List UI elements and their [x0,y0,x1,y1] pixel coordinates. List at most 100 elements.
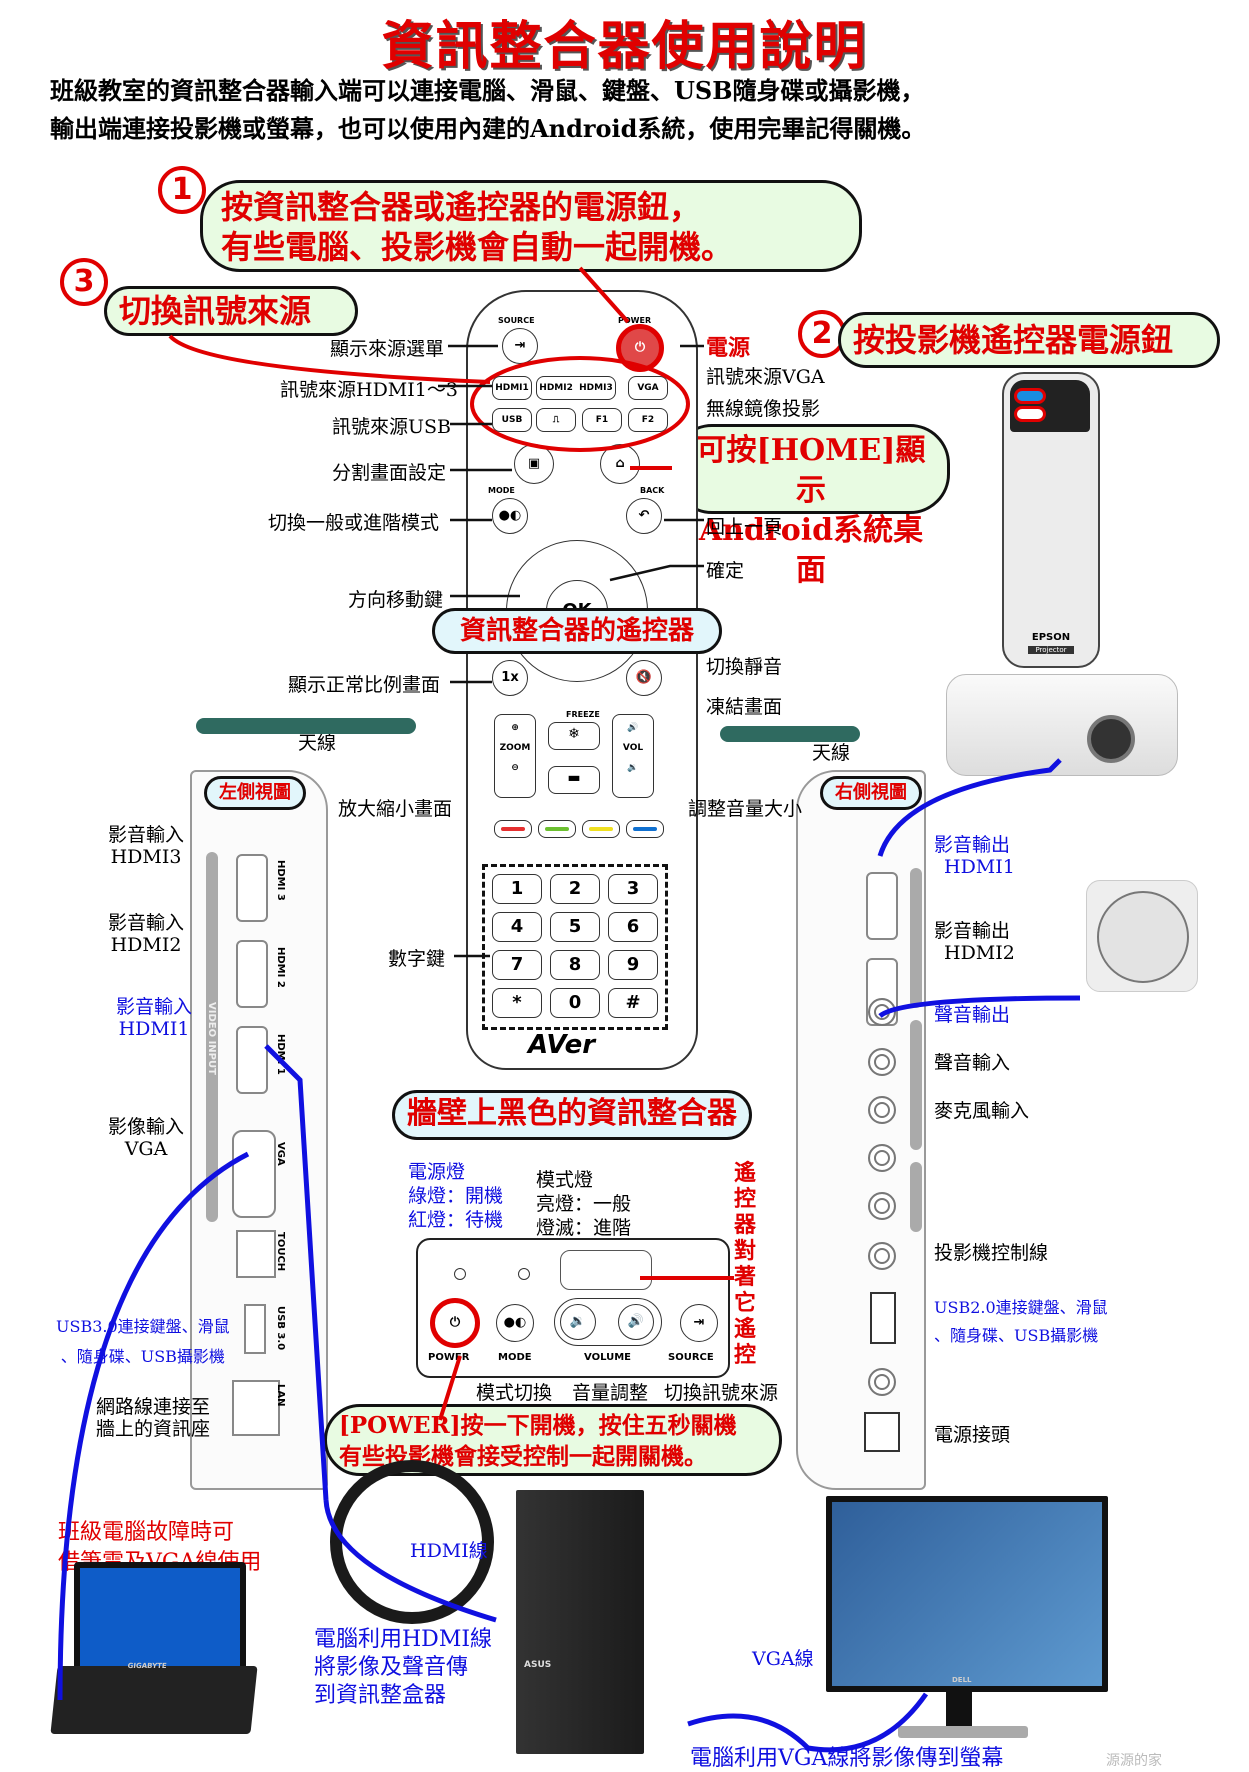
left-port-label-line: 影音輸入 [116,996,193,1018]
pc-brand: ASUS [524,1660,552,1670]
zoom-out-icon: ⊖ [511,763,519,773]
split-button[interactable]: ▣ [514,444,554,484]
right-port-label-line: 聲音輸出 [934,1004,1011,1026]
mute-button[interactable]: 🔇 [626,660,662,696]
usb-key[interactable]: USB [492,408,532,432]
number-key[interactable]: 7 [492,950,542,980]
wall-power-button[interactable]: ⏻ [430,1298,480,1348]
laptop-keyboard: GIGABYTE [50,1662,258,1734]
wall-power-label: POWER [428,1352,470,1363]
number-key[interactable]: * [492,988,542,1018]
f2-key[interactable]: F2 [628,408,668,432]
hdmi-cable-label: HDMI線 [410,1540,488,1562]
number-key[interactable]: 6 [608,912,658,942]
ratio-button[interactable]: 1x [492,660,528,696]
hdmi3-key-label: HDMI3 [579,383,613,393]
right-port-label-line: USB2.0連接鍵盤、滑鼠 [934,1298,1108,1317]
pc-note-line-3: 到資訊整盒器 [314,1683,447,1708]
vga-key[interactable]: VGA [628,376,668,400]
zoom-rocker[interactable]: ⊕ZOOM⊖ [494,714,536,798]
mode-led-note: 模式燈 亮燈：一般 燈滅：進階 [536,1168,631,1240]
home-button[interactable]: ⌂ [600,444,640,484]
callout-nav: 方向移動鍵 [348,589,444,611]
number-key[interactable]: 4 [492,912,542,942]
number-key[interactable]: 5 [550,912,600,942]
wall-source-button[interactable]: ⇥ [680,1304,718,1342]
dc-12v-port [864,1412,900,1452]
number-key[interactable]: 3 [608,874,658,904]
aver-remote: SOURCE POWER ⇥ ⏻ HDMI1 HDMI2 HDMI3 VGA U… [466,290,698,1070]
power-led-note: 電源燈 綠燈：開機 紅燈：待機 [408,1160,503,1232]
freeze-button[interactable]: ❄ [548,722,600,750]
color-key[interactable] [582,820,620,838]
number-key[interactable]: 9 [608,950,658,980]
cast-key[interactable]: ⎍ [536,408,576,432]
step-1-line-1: 按資訊整合器或遙控器的電源鈕， [221,188,702,226]
wall-volume-up-button[interactable]: 🔊 [618,1304,654,1340]
home-note-line-1: 可按[HOME]顯示 [696,433,926,508]
power-button[interactable]: ⏻ [616,324,664,372]
callout-volume: 調整音量大小 [688,798,803,820]
epson-sub: Projector [1028,646,1074,654]
ir-receiver-window [560,1250,652,1290]
volume-rocker[interactable]: 🔊VOL🔉 [612,714,654,798]
volume-adjust-label: 音量調整 [572,1382,649,1404]
blank-button[interactable]: ▬ [548,766,600,794]
source-menu-button[interactable]: ⇥ [502,328,538,364]
right-port-label-line: 電源接頭 [934,1424,1011,1446]
right-port-label: 聲音輸入 [934,1052,1010,1074]
callout-power: 電源 [706,335,751,361]
hdmi2-key-label: HDMI2 [539,383,573,393]
right-antenna-label: 天線 [812,742,851,764]
epson-remote: EPSON Projector [1002,372,1100,668]
mode-switch-label: 模式切換 [476,1382,553,1404]
pc-note: 電腦利用HDMI線 將影像及聲音傳 到資訊整盒器 [314,1626,492,1710]
laptop-note-line-1: 班級電腦故障時可 [58,1520,235,1545]
line-out-jack [868,998,896,1026]
number-key[interactable]: 1 [492,874,542,904]
back-button[interactable]: ↶ [626,498,662,534]
page-title: 資訊整合器使用說明 [381,16,868,77]
desktop-pc-image: ASUS [516,1490,644,1754]
left-side-panel: VIDEO INPUT HDMI 3 HDMI 2 HDMI 1 VGA TOU… [190,770,328,1490]
number-key[interactable]: 8 [550,950,600,980]
hdmi1-key[interactable]: HDMI1 [492,376,532,400]
freeze-label: FREEZE [566,710,600,719]
color-key[interactable] [494,820,532,838]
number-key[interactable]: # [608,988,658,1018]
watermark: 源源的家 [1106,1753,1162,1769]
line-in-jack [868,1048,896,1076]
left-port-label: 網路線連接至牆上的資訊座 [96,1396,210,1440]
power-note-bubble: [POWER]按一下開機，按住五秒關機 有些投影機會接受控制一起開關機。 [324,1404,782,1476]
left-port-label-line: HDMI3 [110,846,182,868]
right-port-label: 聲音輸出 [934,1004,1010,1026]
callout-usb: 訊號來源USB [332,416,451,438]
color-key-bar [633,827,657,831]
callout-back: 回上一頁 [706,516,783,538]
callout-ratio: 顯示正常比例畫面 [288,674,441,696]
wall-mode-button[interactable]: ●◐ [496,1304,534,1342]
number-key[interactable]: 0 [550,988,600,1018]
epson-computer-button[interactable] [1014,406,1046,422]
mode-button[interactable]: ●◐ [492,498,528,534]
wall-volume-down-button[interactable]: 🔉 [560,1304,596,1340]
power-label: POWER [618,316,652,325]
hdmi23-key[interactable]: HDMI2 HDMI3 [536,376,616,400]
callout-vga: 訊號來源VGA [706,366,825,388]
color-key[interactable] [538,820,576,838]
number-key[interactable]: 2 [550,874,600,904]
step-3-text: 切換訊號來源 [119,292,312,330]
left-port-label-line: 、隨身碟、USB攝影機 [60,1347,225,1366]
f1-key[interactable]: F1 [582,408,622,432]
power-led-green: 綠燈：開機 [408,1185,504,1207]
wall-source-label: SOURCE [668,1352,714,1363]
left-port-label-line: 影音輸入 [108,912,185,934]
color-key[interactable] [626,820,664,838]
hdmi-1-port [236,1026,268,1094]
callout-mute: 切換靜音 [706,656,783,678]
right-view-badge-text: 右側視圖 [835,782,907,803]
left-port-label-line: 影音輸入 [108,824,185,846]
epson-power-button[interactable] [1014,388,1046,404]
